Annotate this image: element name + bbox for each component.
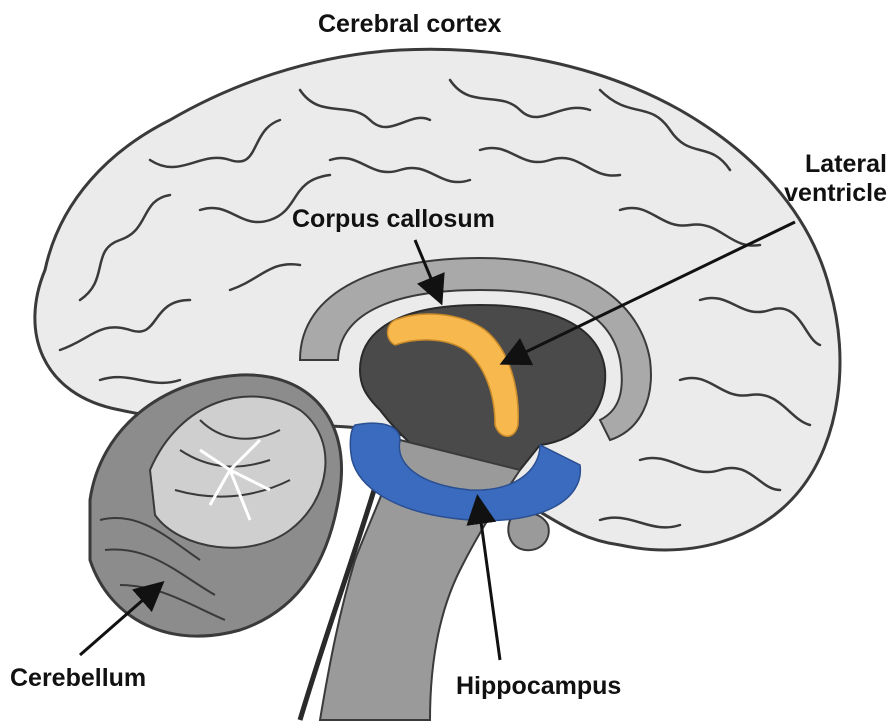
hippocampus-label: Hippocampus: [456, 672, 621, 701]
lateral-ventricle-label-line2: ventricle: [784, 179, 887, 208]
hippocampus-arrow: [478, 500, 500, 660]
cerebellum-shape: [90, 375, 342, 636]
cerebral-cortex-label: Cerebral cortex: [318, 10, 501, 39]
lateral-ventricle-label-line1: Lateral: [784, 150, 887, 179]
cerebellum-label: Cerebellum: [10, 664, 146, 693]
corpus-callosum-label: Corpus callosum: [292, 205, 495, 234]
lateral-ventricle-label: Lateral ventricle: [784, 150, 887, 208]
